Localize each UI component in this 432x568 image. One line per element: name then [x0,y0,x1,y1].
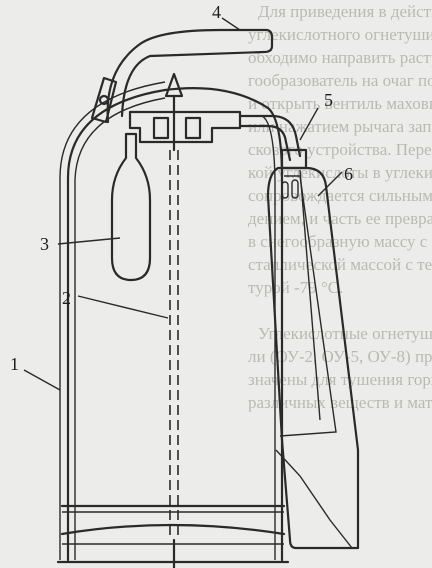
bg-text-line: дением, и часть ее превращается [248,209,432,228]
callout-6: 6 [344,164,353,184]
bg-text-line: углекислотного огнетушителя не- [248,25,432,44]
bg-text-line: различных веществ и материалов, [248,393,432,412]
bg-text-line: и открыть вентиль маховичком [248,94,432,113]
siphon-tube [169,150,179,568]
bg-text-line: сопровождается сильным охлаж- [248,186,432,205]
bg-text-line: в снегообразную массу с кри- [248,232,432,251]
snow-horn [266,166,360,550]
leader-lines [23,17,343,391]
bg-text-line: обходимо направить раструб-сне- [248,48,432,67]
valve-head [128,72,242,152]
bg-text-line: Для приведения в действие [258,2,432,21]
bg-text-line: значены для тушения горючих [248,370,432,389]
bg-text-line: турой -79 °С. [248,278,344,297]
gas-cartridge [110,132,152,282]
callout-4: 4 [212,2,221,22]
bg-text-line: ли (ОУ-2, ОУ-5, ОУ-8) предна- [248,347,432,366]
bg-text-line: гообразователь на очаг пожара [248,71,432,90]
callout-1: 1 [10,354,19,374]
leader-line-2 [77,295,169,319]
cylinder-body [56,81,290,564]
bg-text-line: Углекислотные огнетушите- [258,324,432,343]
callout-3: 3 [40,234,49,254]
leader-line-3 [57,237,121,245]
bg-text-line: сталлической массой с темпера- [248,255,432,274]
leader-line-5 [299,107,319,141]
leader-line-1 [23,369,61,391]
bg-text-line: скового устройства. Переход жид- [248,140,432,159]
handle-lever [90,28,274,124]
callout-2: 2 [62,288,71,308]
callout-numbers: 1 2 3 4 5 6 [10,2,353,374]
leader-line-6 [317,171,343,197]
callout-5: 5 [324,90,333,110]
leader-line-4 [221,17,241,31]
